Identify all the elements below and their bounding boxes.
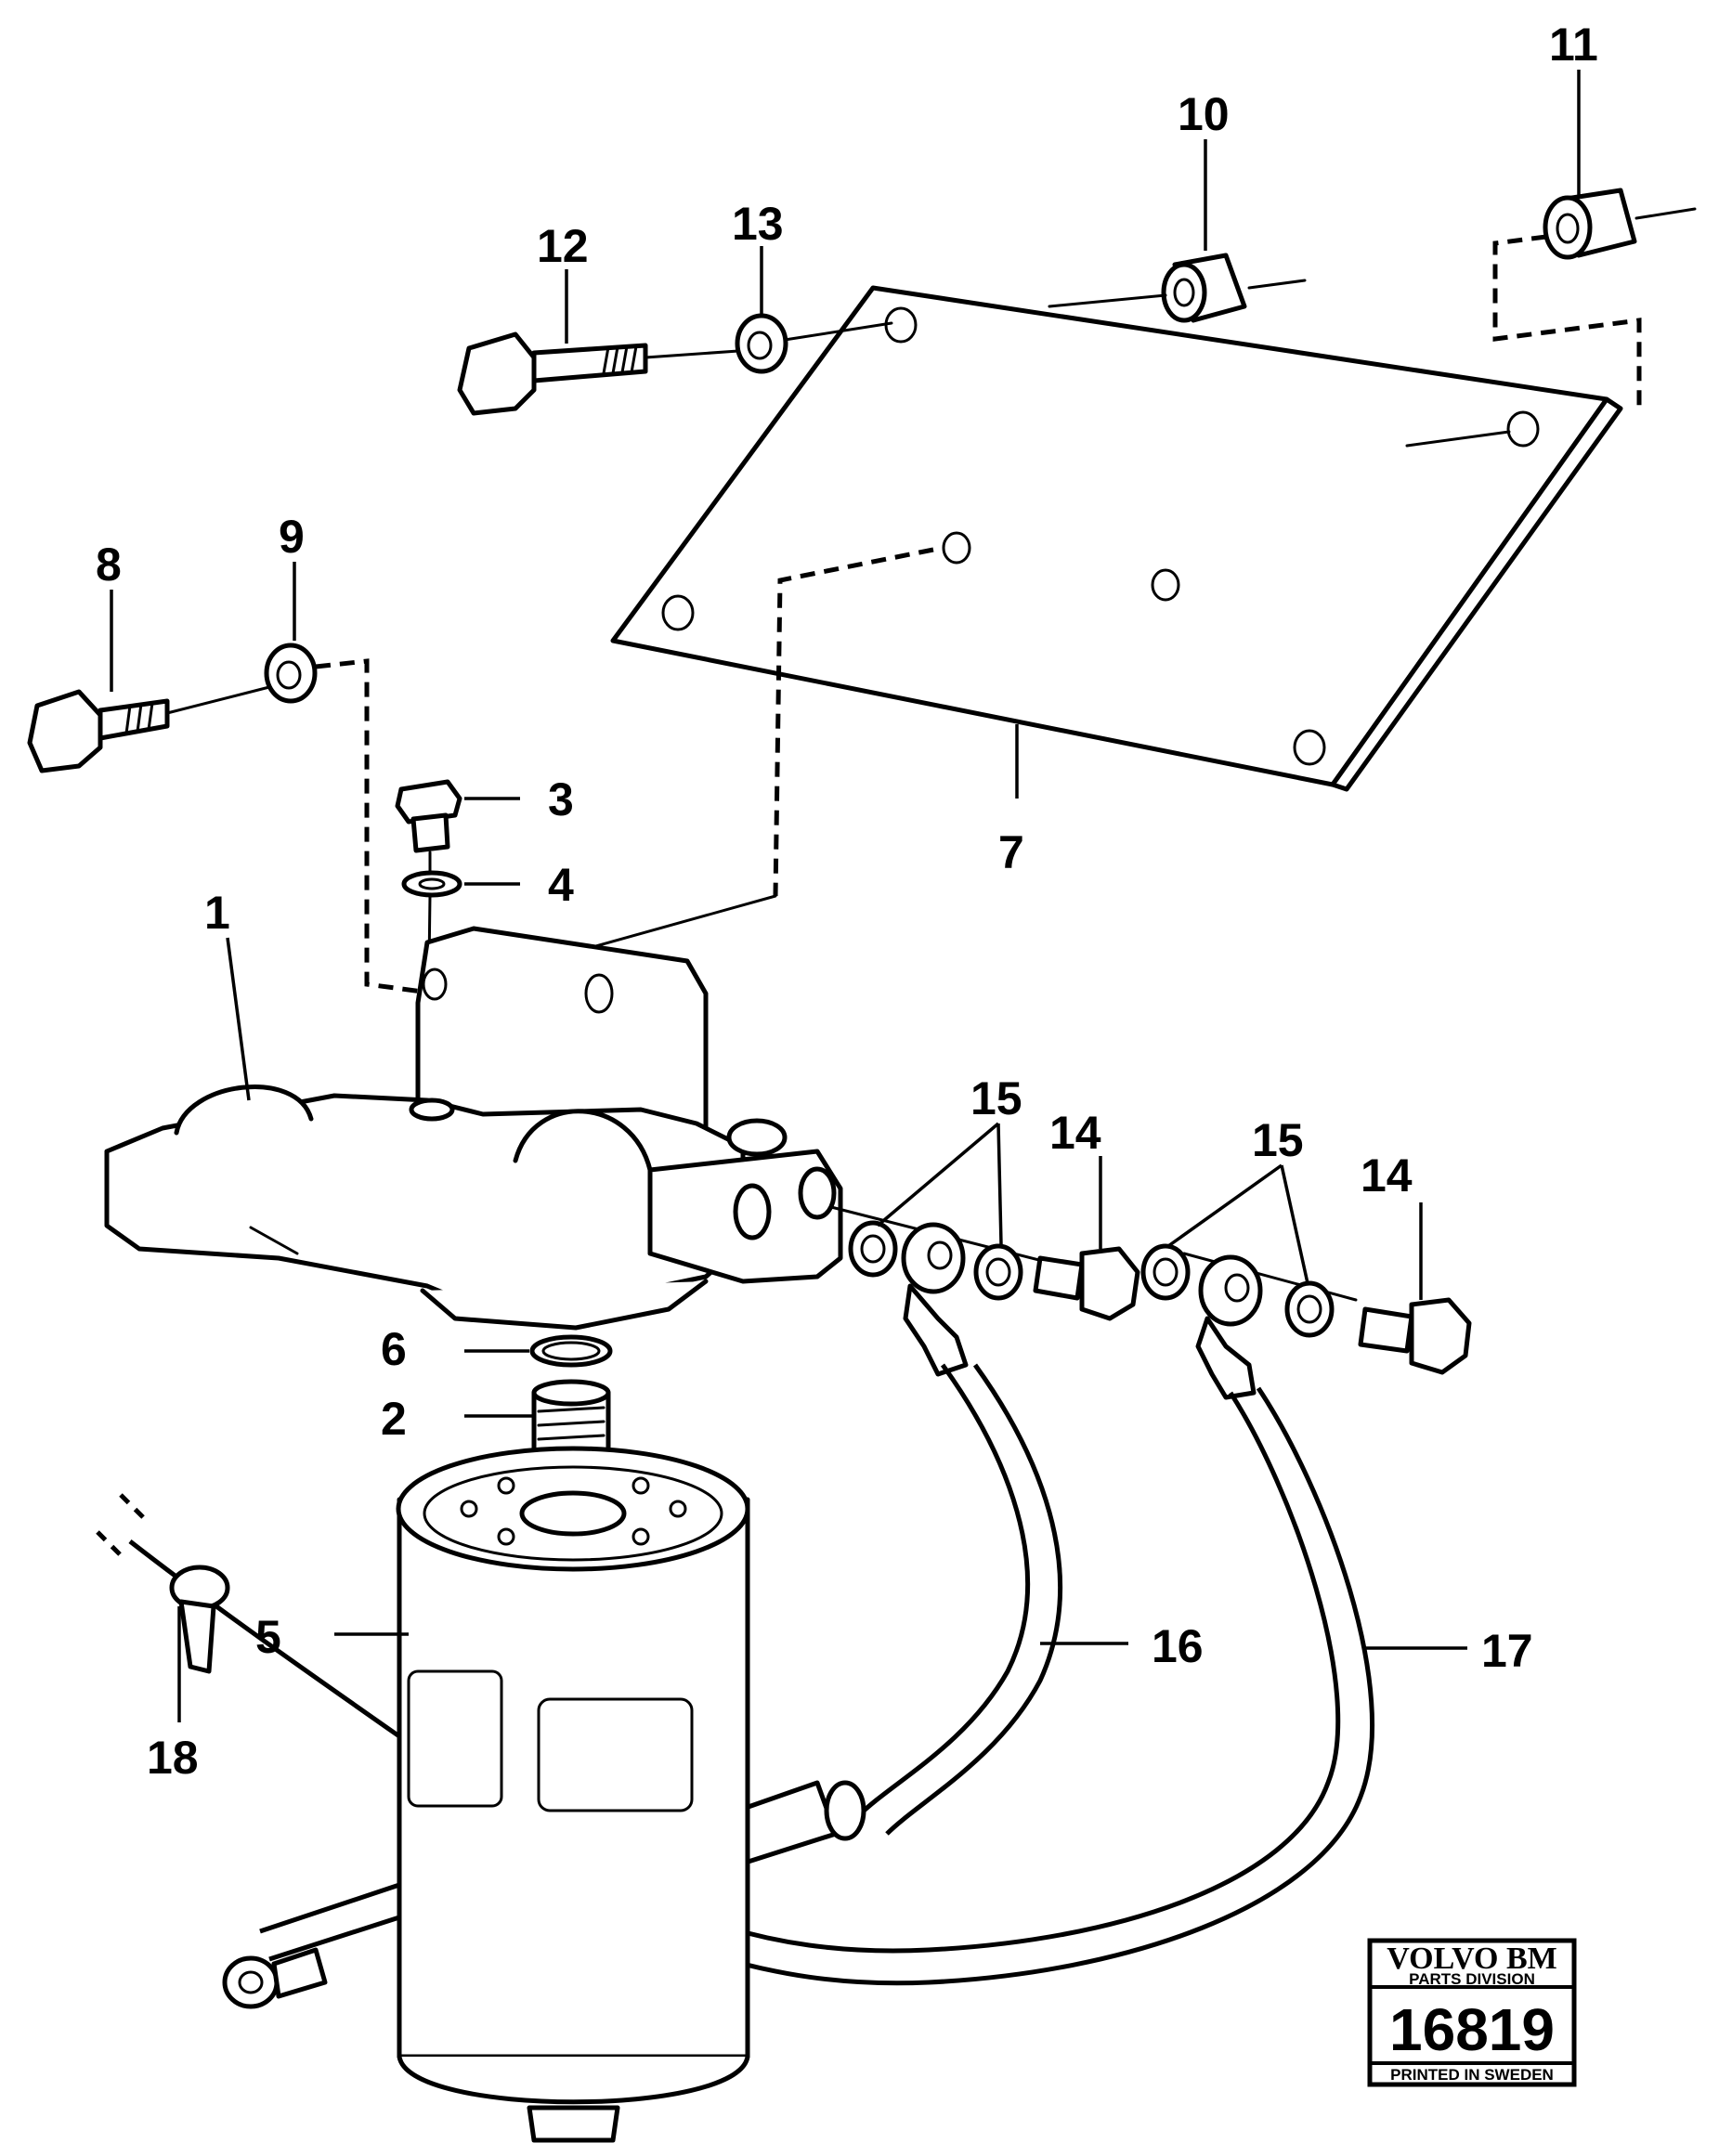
callout-5: 5 (255, 1611, 281, 1663)
seal-ring-6 (529, 1334, 613, 1368)
brand-footer: PRINTED IN SWEDEN (1390, 2066, 1554, 2084)
brand-division: PARTS DIVISION (1409, 1970, 1535, 1988)
callout-4: 4 (548, 859, 574, 911)
axis-line-7 (574, 894, 777, 954)
plug-3 (395, 779, 462, 853)
callout-14b: 14 (1361, 1149, 1413, 1201)
brand-number: 16819 (1389, 1996, 1555, 2063)
washer-15a (848, 1220, 898, 1278)
callout-10: 10 (1178, 88, 1230, 140)
callout-13: 13 (732, 198, 784, 250)
washer-15c (1140, 1243, 1191, 1301)
hose-17-inner (723, 1386, 1374, 1986)
callout-6: 6 (381, 1323, 407, 1375)
callout-15b: 15 (1252, 1114, 1304, 1166)
banjo-fitting-17 (1195, 1254, 1263, 1400)
hose-left-dash (119, 1493, 150, 1525)
callout-2: 2 (381, 1393, 407, 1445)
hose-lower-left (259, 1882, 400, 1962)
callout-3: 3 (548, 773, 574, 825)
dashed-line-11 (1492, 234, 1642, 409)
washer-15d (1284, 1280, 1335, 1338)
hose-16-inner (885, 1363, 1062, 1836)
dashed-line-7 (773, 547, 934, 897)
callout-1: 1 (204, 887, 230, 939)
callout-15a: 15 (970, 1072, 1022, 1124)
spacer-10 (1161, 253, 1247, 323)
leader-15b (1166, 1163, 1309, 1284)
washer-9 (264, 643, 318, 704)
washer-15b (973, 1243, 1023, 1301)
hose-left (128, 1539, 401, 1739)
hose-clamp-18 (169, 1565, 230, 1674)
callout-9: 9 (279, 511, 305, 563)
leader-1 (226, 937, 251, 1101)
spacer-11 (1543, 188, 1637, 260)
callout-18: 18 (147, 1732, 199, 1784)
dashed-line-8 (315, 658, 423, 994)
hollow-screw-14a (1033, 1246, 1140, 1321)
hose-fitting-left (222, 1947, 328, 2009)
callout-12: 12 (537, 220, 589, 272)
callout-14a: 14 (1049, 1107, 1101, 1159)
hose-16 (857, 1363, 1030, 1817)
hose-17 (723, 1391, 1341, 1954)
filter-head (104, 926, 843, 1331)
callout-8: 8 (96, 539, 122, 591)
bracket-plate (610, 285, 1623, 792)
oil-filter (396, 1446, 750, 2143)
axis-line-8 (165, 685, 271, 715)
brand-label: VOLVO BM PARTS DIVISION 16819 PRINTED IN… (1367, 1938, 1577, 2087)
bolt-8 (27, 689, 170, 773)
hose-left-dash2 (96, 1530, 123, 1557)
axis-line-10 (1048, 279, 1307, 308)
axis-line-12 (644, 321, 893, 359)
washer-4 (401, 870, 462, 898)
callout-7: 7 (998, 826, 1024, 878)
hose-end-16-cap (824, 1780, 866, 1841)
axis-line-11 (1405, 207, 1697, 448)
callout-16: 16 (1152, 1620, 1204, 1672)
brand-name: VOLVO BM (1387, 1942, 1556, 1976)
bolt-12 (457, 331, 648, 416)
banjo-fitting-16 (901, 1222, 969, 1377)
washer-13 (735, 313, 788, 374)
leader-15a (876, 1122, 1003, 1245)
hollow-screw-14b (1358, 1297, 1472, 1375)
callout-17: 17 (1481, 1625, 1533, 1677)
callout-11: 11 (1549, 19, 1598, 71)
